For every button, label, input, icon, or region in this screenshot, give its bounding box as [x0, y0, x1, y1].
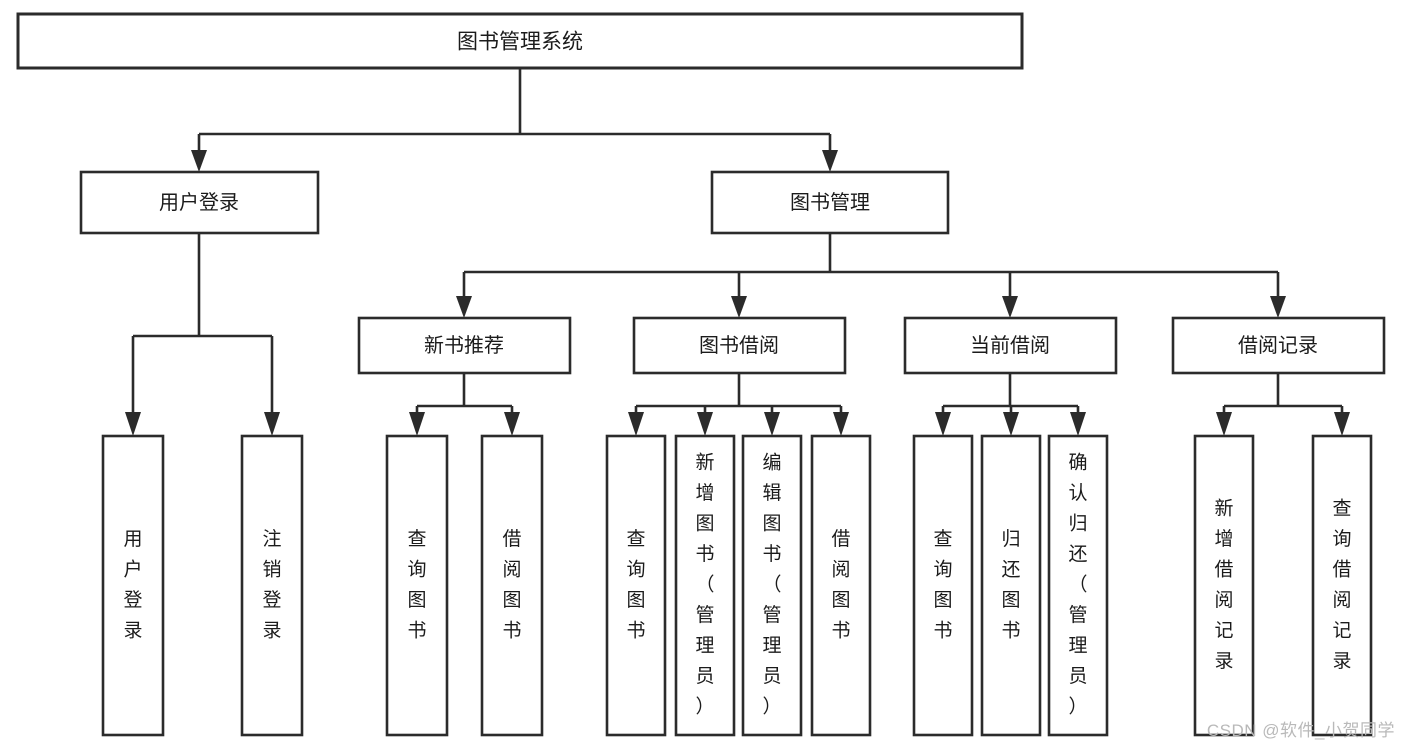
- node-book-borrow[interactable]: 图书借阅: [632, 316, 847, 375]
- node-current-borrow[interactable]: 当前借阅: [903, 316, 1118, 375]
- arrow-user-login-leaf-2: [264, 412, 280, 436]
- leaf-label: 查询借阅记录: [1332, 497, 1351, 672]
- leaf-new-book-2[interactable]: 借阅图书: [480, 434, 544, 737]
- leaf-box[interactable]: [912, 434, 974, 737]
- arrow-to-current-borrow: [1002, 296, 1018, 318]
- leaf-label: 编辑图书（管理员）: [762, 452, 781, 718]
- leaf-book-borrow-4[interactable]: 借阅图书: [810, 434, 872, 737]
- leaf-label: 注销登录: [262, 528, 281, 642]
- book-management-label: 图书管理: [790, 191, 870, 214]
- arrow-to-book-mgmt: [822, 150, 838, 172]
- arrow-current-borrow-leaf-3: [1070, 412, 1086, 436]
- leaf-label: 查询图书: [933, 528, 952, 642]
- edges-layer: [125, 68, 1350, 436]
- leaf-label: 新增图书（管理员）: [695, 452, 714, 718]
- current-borrow-box[interactable]: [903, 316, 1118, 375]
- leaf-borrow-record-2[interactable]: 查询借阅记录: [1311, 434, 1373, 737]
- leaf-current-borrow-1[interactable]: 查询图书: [912, 434, 974, 737]
- leaf-box[interactable]: [240, 434, 304, 737]
- leaf-box[interactable]: [674, 434, 736, 737]
- new-book-recommend-box[interactable]: [357, 316, 572, 375]
- arrow-to-borrow-record: [1270, 296, 1286, 318]
- leaf-new-book-1[interactable]: 查询图书: [385, 434, 449, 737]
- leaf-label: 用户登录: [123, 529, 142, 642]
- leaf-label: 新增借阅记录: [1214, 497, 1233, 672]
- leaf-book-borrow-1[interactable]: 查询图书: [605, 434, 667, 737]
- arrow-borrow-record-leaf-2: [1334, 412, 1350, 436]
- borrow-record-box[interactable]: [1171, 316, 1386, 375]
- arrow-to-new-book: [456, 296, 472, 318]
- arrow-book-borrow-leaf-3: [764, 412, 780, 436]
- leaf-user-login-1[interactable]: 用户登录: [101, 434, 165, 737]
- arrow-borrow-record-leaf-1: [1216, 412, 1232, 436]
- leaf-label: 借阅图书: [831, 528, 850, 642]
- leaf-box[interactable]: [385, 434, 449, 737]
- leaf-box[interactable]: [605, 434, 667, 737]
- leaf-box[interactable]: [810, 434, 872, 737]
- leaf-borrow-record-1[interactable]: 新增借阅记录: [1193, 434, 1255, 737]
- leaf-box[interactable]: [480, 434, 544, 737]
- arrow-book-borrow-leaf-2: [697, 412, 713, 436]
- current-borrow-label: 当前借阅: [970, 334, 1050, 357]
- root-label: 图书管理系统: [457, 31, 583, 54]
- root-box[interactable]: [16, 12, 1024, 70]
- user-login-box[interactable]: [79, 170, 320, 235]
- arrow-to-user-login: [191, 150, 207, 172]
- arrow-current-borrow-leaf-1: [935, 412, 951, 436]
- book-borrow-box[interactable]: [632, 316, 847, 375]
- new-book-recommend-label: 新书推荐: [424, 334, 504, 357]
- leaf-box[interactable]: [741, 434, 803, 737]
- leaf-box[interactable]: [1047, 434, 1109, 737]
- arrow-book-borrow-leaf-1: [628, 412, 644, 436]
- node-user-login[interactable]: 用户登录: [79, 170, 320, 235]
- node-borrow-record[interactable]: 借阅记录: [1171, 316, 1386, 375]
- node-new-book-recommend[interactable]: 新书推荐: [357, 316, 572, 375]
- leaf-user-login-2[interactable]: 注销登录: [240, 434, 304, 737]
- arrow-book-borrow-leaf-4: [833, 412, 849, 436]
- node-book-management[interactable]: 图书管理: [710, 170, 950, 235]
- leaf-box[interactable]: [980, 434, 1042, 737]
- arrow-current-borrow-leaf-2: [1003, 412, 1019, 436]
- leaf-current-borrow-2[interactable]: 归还图书: [980, 434, 1042, 737]
- arrow-new-book-leaf-2: [504, 412, 520, 436]
- node-root[interactable]: 图书管理系统: [16, 12, 1024, 70]
- book-borrow-label: 图书借阅: [699, 334, 779, 357]
- arrow-user-login-leaf-1: [125, 412, 141, 436]
- arrow-new-book-leaf-1: [409, 412, 425, 436]
- user-login-label: 用户登录: [159, 191, 239, 214]
- book-management-box[interactable]: [710, 170, 950, 235]
- leaf-label: 确认归还（管理员）: [1068, 452, 1087, 718]
- leaf-label: 查询图书: [407, 528, 426, 642]
- leaf-current-borrow-3[interactable]: 确认归还（管理员）: [1047, 434, 1109, 737]
- leaf-label: 查询图书: [626, 528, 645, 642]
- leaf-label: 借阅图书: [502, 528, 521, 642]
- leaf-box[interactable]: [1311, 434, 1373, 737]
- leaf-box[interactable]: [1193, 434, 1255, 737]
- leaf-book-borrow-2[interactable]: 新增图书（管理员）: [674, 434, 736, 737]
- leaf-box[interactable]: [101, 434, 165, 737]
- borrow-record-label: 借阅记录: [1238, 334, 1318, 357]
- leaf-book-borrow-3[interactable]: 编辑图书（管理员）: [741, 434, 803, 737]
- arrow-to-book-borrow: [731, 296, 747, 318]
- leaf-label: 归还图书: [1001, 528, 1020, 642]
